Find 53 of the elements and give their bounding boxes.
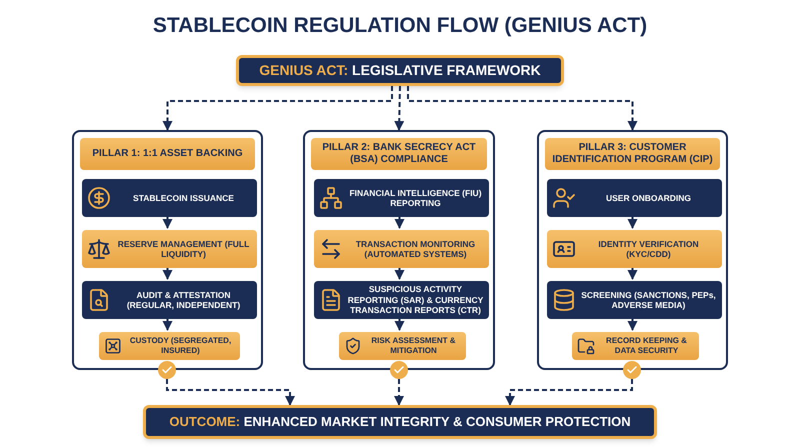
- pillar-heading: PILLAR 3: CUSTOMER IDENTIFICATION PROGRAM (CIP): [545, 138, 720, 170]
- check-badge-icon: [623, 361, 641, 379]
- arrow: [394, 379, 404, 406]
- label-text: FINANCIAL INTELLIGENCE (FIU) REPORTING: [348, 188, 483, 208]
- arrow: [162, 317, 172, 331]
- pillar-panel: [72, 130, 263, 370]
- label-text: RECORD KEEPING & DATA SECURITY: [605, 336, 688, 356]
- step-box: [572, 332, 699, 360]
- banner-box: [236, 55, 564, 86]
- step-box: [314, 179, 489, 217]
- step-box: [314, 230, 489, 268]
- label-text: AUDIT & ATTESTATION (REGULAR, INDEPENDENT): [126, 290, 242, 310]
- banner-text: GENIUS ACT: LEGISLATIVE FRAMEWORK: [259, 61, 541, 80]
- label-text: USER ONBOARDING: [604, 192, 692, 204]
- label-text: SCREENING (SANCTIONS, PEPs, ADVERSE MEDIA): [580, 290, 717, 310]
- step-box: [339, 332, 466, 360]
- pillar-heading: PILLAR 2: BANK SECRECY ACT (BSA) COMPLIANCE: [311, 138, 487, 170]
- check-badge-icon: [390, 361, 408, 379]
- arrow: [505, 379, 633, 406]
- pillar-panel: [537, 130, 728, 370]
- label-text: SUSPICIOUS ACTIVITY REPORTING (SAR) & CURRENCY TRANSACTION REPORTS (CTR): [347, 284, 484, 316]
- pillar-heading: PILLAR 1: 1:1 ASSET BACKING: [80, 138, 255, 170]
- banner-text: OUTCOME: ENHANCED MARKET INTEGRITY & CONSUMER PROTECTION: [169, 413, 631, 432]
- step-box: [547, 281, 722, 319]
- arrow: [394, 215, 404, 229]
- label-text: RISK ASSESSMENT & MITIGATION: [370, 336, 457, 356]
- arrow: [162, 86, 393, 131]
- check-badge-icon: [158, 361, 176, 379]
- title: STABLECOIN REGULATION FLOW (GENIUS ACT): [152, 13, 648, 39]
- arrow: [628, 266, 638, 280]
- step-box: [547, 230, 722, 268]
- banner-box: [143, 405, 657, 439]
- label-text: IDENTITY VERIFICATION (KYC/CDD): [597, 238, 700, 260]
- arrow: [628, 317, 638, 331]
- step-box: [314, 281, 489, 319]
- step-box: [82, 281, 257, 319]
- step-box: [82, 230, 257, 268]
- arrow: [628, 215, 638, 229]
- label-text: STABLECOIN ISSUANCE: [132, 192, 235, 204]
- label-text: TRANSACTION MONITORING (AUTOMATED SYSTEMS): [354, 238, 476, 260]
- arrow: [166, 379, 295, 406]
- arrow: [162, 266, 172, 280]
- step-box: [82, 179, 257, 217]
- step-box: [547, 179, 722, 217]
- arrow: [394, 266, 404, 280]
- pillar-panel: [303, 130, 495, 370]
- arrow: [394, 86, 404, 131]
- arrow: [407, 86, 638, 131]
- label-text: RESERVE MANAGEMENT (FULL LIQUIDITY): [116, 238, 250, 260]
- label-text: CUSTODY (SEGREGATED, INSURED): [128, 336, 232, 356]
- arrow: [394, 317, 404, 331]
- step-box: [99, 332, 240, 360]
- arrow: [162, 215, 172, 229]
